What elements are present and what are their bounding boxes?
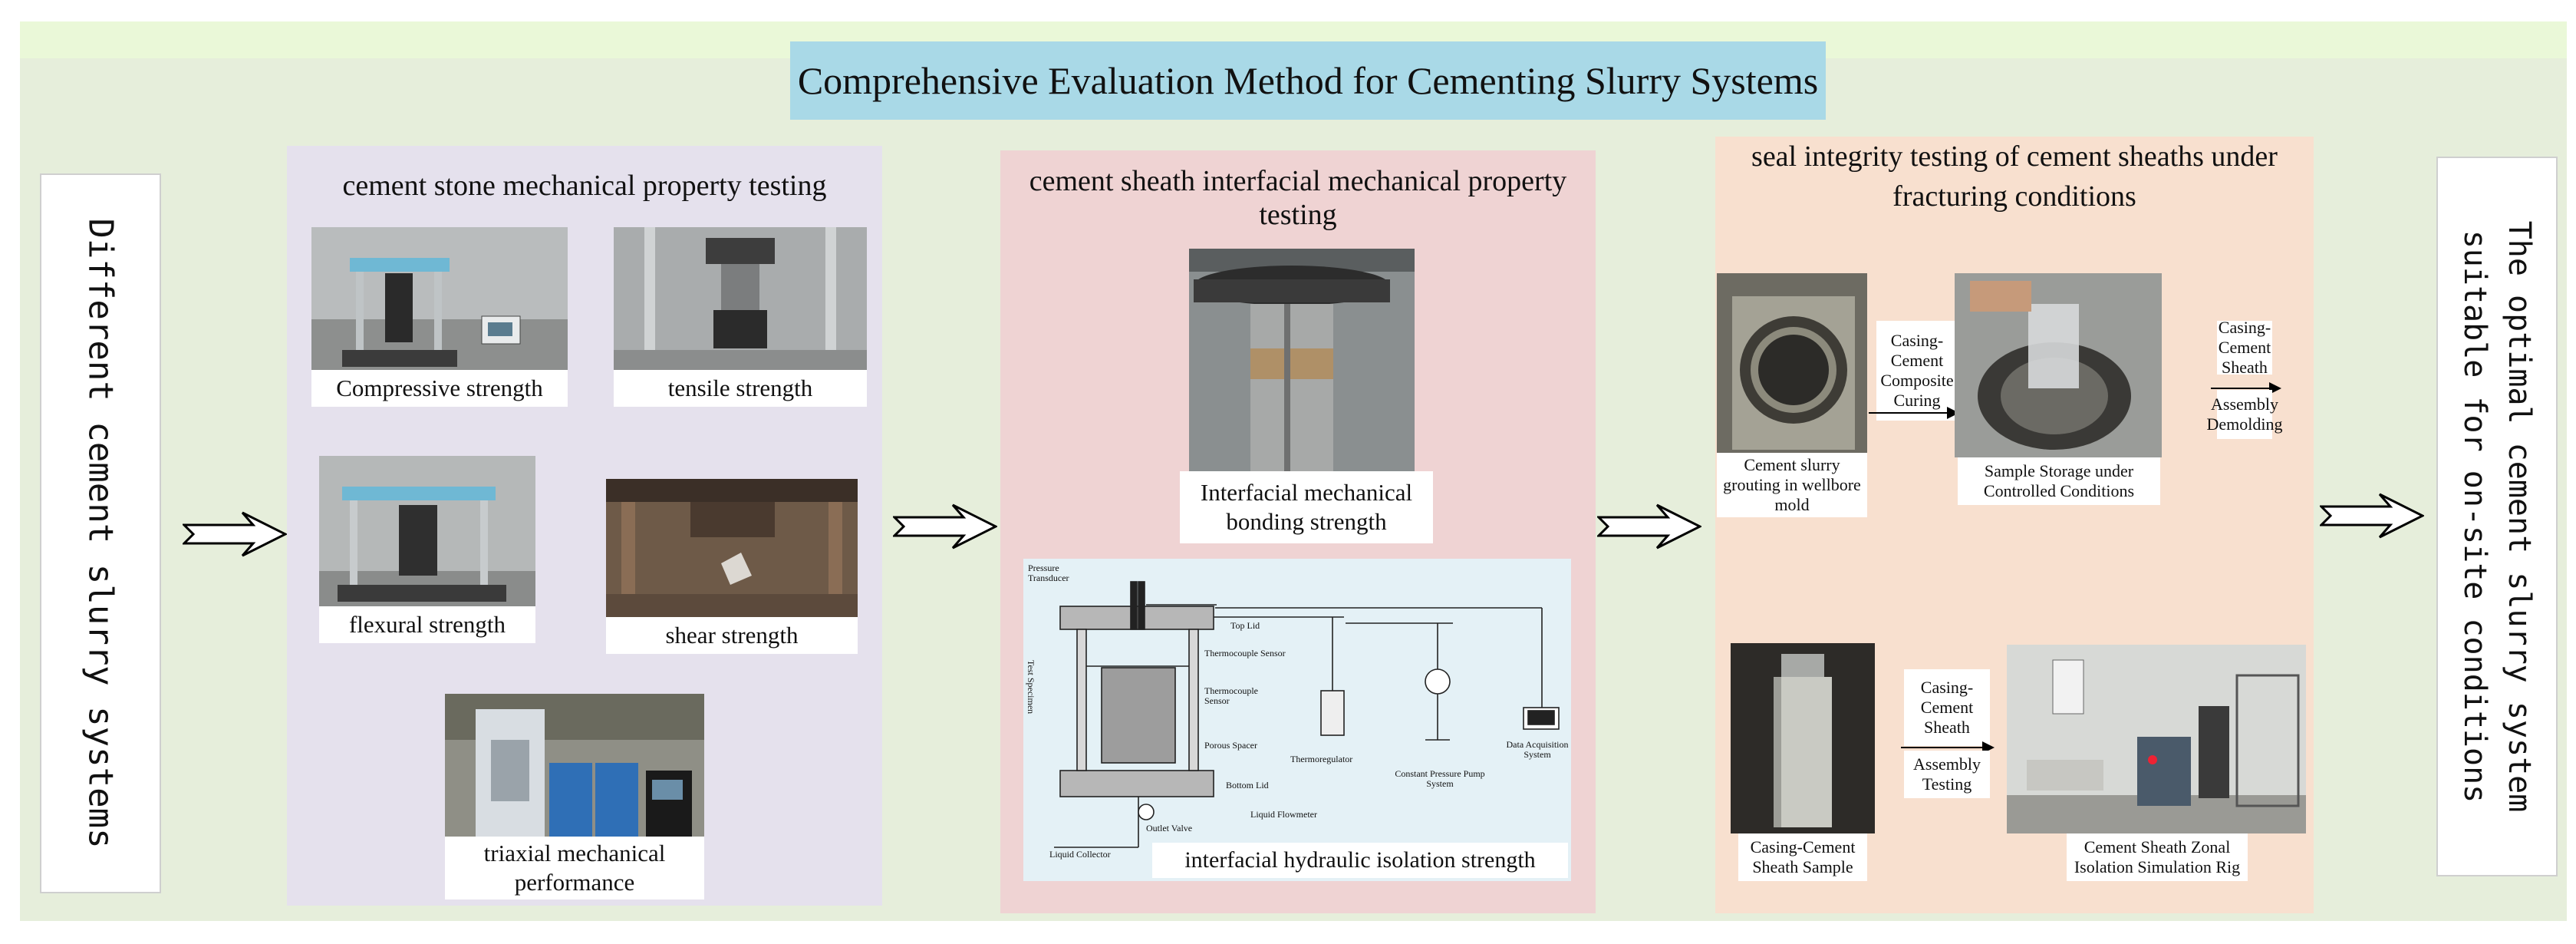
label-porous-spacer: Porous Spacer bbox=[1204, 740, 1257, 751]
flow-arrow-2 bbox=[893, 503, 997, 550]
label-thermoregulator: Thermoregulator bbox=[1290, 754, 1353, 764]
hydraulic-isolation-caption: interfacial hydraulic isolation strength bbox=[1152, 843, 1568, 878]
label-pressure-transducer: Pressure Transducer bbox=[1028, 563, 1069, 583]
shear-test-photo bbox=[606, 479, 858, 617]
sample-photo bbox=[1731, 643, 1875, 833]
rig-caption: Cement Sheath Zonal Isolation Simulation… bbox=[2067, 833, 2248, 881]
storage-caption: Sample Storage under Controlled Conditio… bbox=[1958, 457, 2160, 505]
input-text: Different cement slurry systems bbox=[81, 218, 120, 849]
flow-arrow-4 bbox=[2320, 493, 2424, 539]
compressive-caption: Compressive strength bbox=[311, 370, 568, 407]
label-test-specimen: Test Specimen bbox=[1026, 660, 1036, 715]
mold-caption: Cement slurry grouting in wellbore mold bbox=[1717, 453, 1867, 517]
label-data-acquisition: Data Acquisition System bbox=[1506, 739, 1569, 760]
flow-arrow-1 bbox=[183, 511, 287, 557]
flow-arrow-3 bbox=[1597, 503, 1701, 550]
hydraulic-isolation-schematic: Pressure Transducer Top Lid Thermocouple… bbox=[1023, 559, 1571, 881]
flexural-test-photo bbox=[319, 456, 535, 606]
testing-label-top: Casing-Cement Sheath bbox=[1904, 669, 1990, 746]
mold-photo bbox=[1717, 273, 1867, 460]
output-box: The optimal cement slurry system suitabl… bbox=[2436, 157, 2558, 876]
shear-caption: shear strength bbox=[606, 617, 858, 654]
curing-label: Casing-Cement Composite Curing bbox=[1876, 321, 1958, 421]
bonding-test-photo bbox=[1189, 249, 1415, 471]
output-text: The optimal cement slurry system suitabl… bbox=[2452, 221, 2541, 813]
panel-interfacial-testing: cement sheath interfacial mechanical pro… bbox=[1000, 150, 1596, 913]
sample-caption: Casing-Cement Sheath Sample bbox=[1738, 833, 1867, 881]
label-outlet-valve: Outlet Valve bbox=[1146, 823, 1193, 833]
label-top-lid: Top Lid bbox=[1230, 620, 1260, 631]
compressive-test-photo bbox=[311, 227, 568, 370]
rig-photo bbox=[2007, 645, 2306, 833]
tensile-caption: tensile strength bbox=[614, 370, 867, 407]
label-liquid-flowmeter: Liquid Flowmeter bbox=[1250, 809, 1317, 820]
storage-photo bbox=[1955, 273, 2162, 457]
triaxial-caption: triaxial mechanical performance bbox=[445, 837, 704, 899]
output-text-line1: The optimal cement slurry system bbox=[2502, 220, 2537, 813]
label-bottom-lid: Bottom Lid bbox=[1226, 780, 1269, 791]
input-box: Different cement slurry systems bbox=[40, 173, 161, 893]
label-thermocouple-1: Thermocouple Sensor bbox=[1204, 648, 1286, 658]
output-text-line2: suitable for on-site conditions bbox=[2457, 229, 2492, 804]
triaxial-test-photo bbox=[445, 694, 704, 837]
demolding-arrow bbox=[2211, 382, 2281, 394]
panel2-title: cement sheath interfacial mechanical pro… bbox=[1029, 165, 1567, 231]
panel-seal-integrity-testing: seal integrity testing of cement sheaths… bbox=[1715, 137, 2314, 913]
panel1-title: cement stone mechanical property testing bbox=[342, 170, 827, 202]
flexural-caption: flexural strength bbox=[319, 606, 535, 643]
demolding-label-top: Casing-Cement Sheath bbox=[2217, 318, 2272, 377]
testing-label-bottom: Assembly Testing bbox=[1904, 751, 1990, 798]
panel3-title: seal integrity testing of cement sheaths… bbox=[1751, 140, 2278, 213]
demolding-label-bottom: Assembly Demolding bbox=[2207, 390, 2283, 439]
curing-arrow bbox=[1869, 407, 1959, 419]
label-thermocouple-2: Thermocouple Sensor bbox=[1204, 685, 1258, 706]
label-liquid-collector: Liquid Collector bbox=[1049, 849, 1111, 860]
tensile-test-photo bbox=[614, 227, 867, 370]
panel-cement-stone-testing: cement stone mechanical property testing… bbox=[287, 146, 882, 906]
diagram-title: Comprehensive Evaluation Method for Ceme… bbox=[790, 41, 1826, 120]
label-pump-system: Constant Pressure Pump System bbox=[1395, 768, 1485, 789]
testing-arrow bbox=[1901, 741, 1995, 754]
bonding-caption: Interfacial mechanical bonding strength bbox=[1180, 471, 1433, 543]
